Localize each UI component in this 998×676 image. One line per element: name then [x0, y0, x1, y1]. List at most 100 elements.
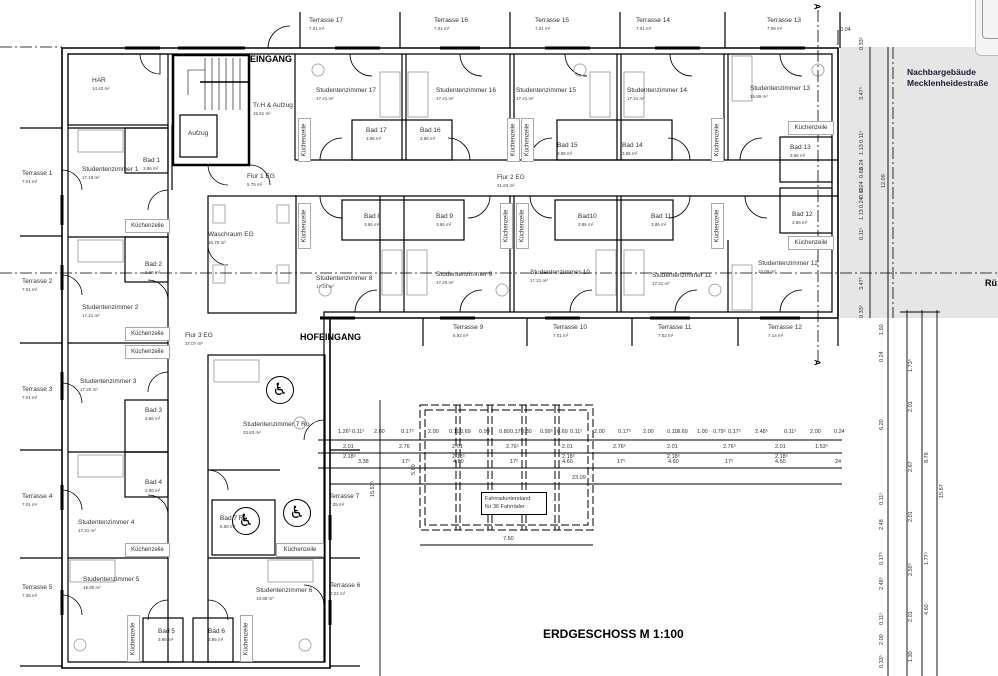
dimension-label: 17⁵ [617, 459, 626, 465]
room-name: Studentenzimmer 8 [316, 275, 373, 282]
room-name: Studentenzimmer 2 [82, 304, 139, 311]
neighbor-building-label: Nachbargebäude Mecklenheidestraße [907, 67, 988, 89]
dimension-label: 6.20 [879, 419, 885, 430]
room-area: 15.89 m² [758, 268, 776, 274]
dimension-label: 2.00 [879, 634, 885, 645]
room-area: 3.86 m² [622, 150, 638, 156]
dimension-label: 2.01 [908, 611, 914, 622]
dimension-label: 2.01 [562, 444, 573, 450]
kitchenette-label: Küchenzeile [301, 123, 308, 157]
room-name: Studentenzimmer 1 [82, 166, 139, 173]
kitchenette: Küchenzeile [125, 345, 170, 359]
dimension-label: 0.69 [557, 429, 568, 435]
dimension-label: 2.00 [643, 429, 654, 435]
dimension-label: 1.13 [859, 209, 865, 220]
dimension-label: 4.60 [668, 459, 679, 465]
room-name: Studentenzimmer 12 [758, 260, 818, 267]
dimension-label: 2.48⁵ [755, 429, 768, 435]
dimension-label: 17⁵ [510, 459, 519, 465]
dimension-label: 0.11⁵ [784, 429, 797, 435]
terrace-area: 7.25 m² [22, 592, 38, 598]
dimension-label: 2.00 [594, 429, 605, 435]
terrace-name: Terrasse 5 [22, 584, 53, 591]
room-name: Studentenzimmer 7 Ro [243, 421, 310, 428]
dimension-label: 5.60 [411, 464, 417, 475]
room-area: 3.86 m² [364, 221, 380, 227]
room-name: Bad 3 [145, 407, 162, 414]
kitchenette-label: Küchenzeile [301, 209, 308, 243]
room-area: 5.75 m² [247, 181, 263, 187]
room-area: 15.61 m² [253, 110, 271, 116]
dimension-label: 0.80 [499, 429, 510, 435]
terrace-name: Terrasse 4 [22, 493, 53, 500]
room-name: Flur 1 EG [247, 173, 275, 180]
furniture [69, 55, 825, 652]
room-name: Studentenzimmer 11 [652, 272, 712, 279]
dimension-label: 2.00 [428, 429, 439, 435]
dimension-label: 0.69 [677, 429, 688, 435]
room-area: 3.86 m² [145, 487, 161, 493]
room-area: 3.86 m² [145, 415, 161, 421]
room-area: 17.19 m² [82, 174, 100, 180]
dimension-label: 1.77⁵ [924, 552, 930, 565]
dimension-label: 2.18⁵ [562, 454, 575, 460]
dimension-label: 0.17⁵ [879, 552, 885, 565]
dimension-label: 0.33⁵ [859, 305, 865, 318]
room-area: 31.83 m² [497, 182, 515, 188]
terrace-name: Terrasse 17 [309, 17, 343, 24]
kitchenette: Küchenzeile [788, 121, 834, 135]
wheelchair-icon: ♿ [232, 507, 260, 535]
room-name: Studentenzimmer 10 [530, 269, 590, 276]
kitchenette-label: Küchenzeile [131, 223, 164, 229]
section-lines [0, 10, 998, 365]
room-name: Bad 16 [420, 127, 441, 134]
dimension-label: 0.11⁵ [879, 492, 885, 505]
room-name: Bad 17 [366, 127, 387, 134]
room-area: 17.20 m² [80, 386, 98, 392]
terrace-name: Terrasse 13 [767, 17, 801, 24]
entrance-label: EINGANG [250, 54, 293, 64]
kitchenette: Küchenzeile [125, 543, 170, 557]
terrace-name: Terrasse 11 [658, 324, 692, 331]
room-area: 6.58 m² [220, 523, 236, 529]
kitchenette: Küchenzeile [711, 203, 724, 249]
dimension-label: 12.09 [881, 174, 887, 188]
kitchenette-label: Küchenzeile [243, 622, 250, 655]
kitchenette: Küchenzeile [298, 118, 311, 162]
kitchenette-label: Küchenzeile [131, 547, 164, 553]
room-name: Bad10 [578, 213, 597, 220]
kitchenette-label: Küchenzeile [510, 123, 517, 157]
room-name: Bad 11 [651, 213, 672, 220]
dimension-label: 0.63 [859, 167, 865, 178]
dimension-label: 0.11⁵ [879, 612, 885, 625]
dimension-label: 0.24 [879, 351, 885, 362]
room-area: 15.89 m² [750, 93, 768, 99]
bike-shelter-width: 7.50 [503, 536, 514, 542]
room-area: 37.07 m² [185, 340, 203, 346]
room-name: Waschraum EG [208, 231, 254, 238]
dimension-label: 2.18⁵ [775, 454, 788, 460]
courtyard-entrance-label: HOFEINGANG [300, 332, 362, 342]
section-marker-bottom: A [812, 359, 822, 366]
kitchenette-label: Küchenzeile [524, 123, 531, 157]
room-area: 33.83 m² [243, 429, 261, 435]
terrace-area: 7.02 m² [658, 332, 674, 338]
dimension-label: 0.99 [479, 429, 490, 435]
dimension-label: 1.73⁵ [908, 359, 914, 372]
room-name: Studentenzimmer 4 [78, 519, 135, 526]
terrace-area: 7.22 m² [330, 590, 346, 596]
dimension-label: 4.60 [924, 604, 930, 615]
